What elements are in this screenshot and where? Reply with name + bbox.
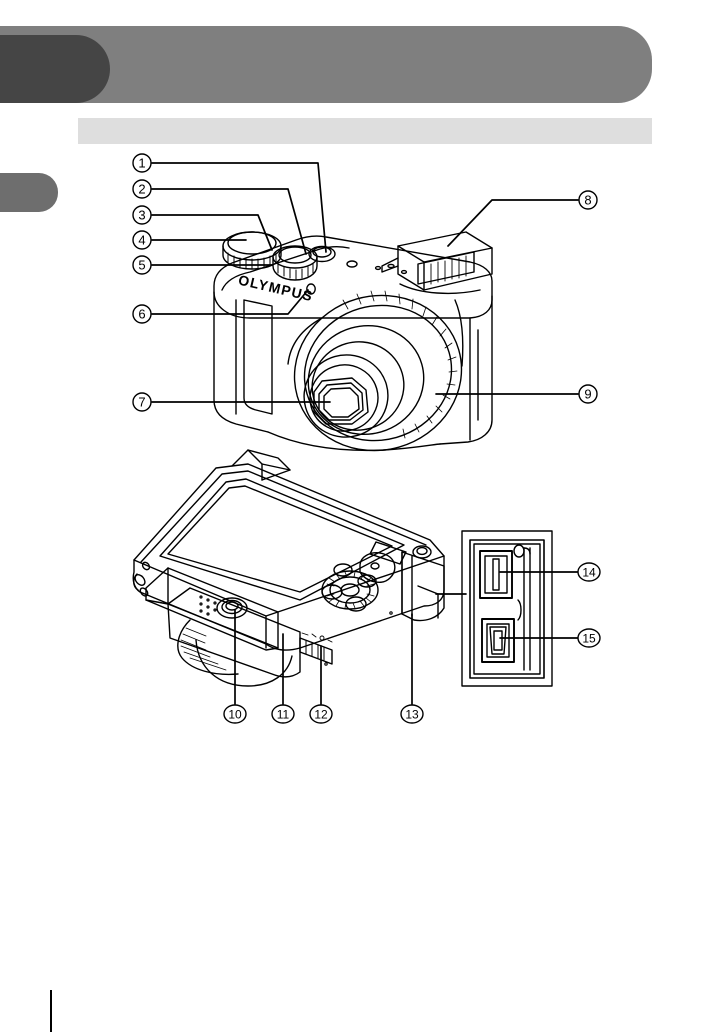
camera-body-front [213,235,493,452]
brand-wordmark: OLYMPUS [237,272,315,305]
flash-window-ribs [423,255,467,286]
callout-10: 10 [223,704,247,724]
mode-dial [222,231,282,270]
section-subtitle-bar [78,118,652,144]
callout-8: 8 [578,190,598,210]
callout-number-7: 7 [138,395,145,410]
callout-15: 15 [577,628,601,648]
side-index-tab-label [0,173,50,212]
page-header-chapter-tab-label [0,35,98,103]
callout-number-2: 2 [138,182,145,197]
callout-1: 1 [132,153,152,173]
callout-number-9: 9 [584,387,591,402]
callout-number-6: 6 [138,307,145,322]
callout-number-8: 8 [584,193,591,208]
callout-number-11: 11 [277,708,290,722]
latch-arrow-marks [301,632,333,643]
page-title [128,50,628,82]
shutter-and-power-buttons [308,245,408,275]
zoom-lever-dial [272,245,318,281]
callout-number-4: 4 [138,233,145,248]
callout-3: 3 [132,205,152,225]
bottom-label-dots [199,595,217,616]
rear-bottom-three-quarter-view [132,449,467,705]
leader-lines-left [151,162,331,403]
footer-rule [50,990,52,1032]
side-index-tab [0,173,58,212]
leader-lines-right [435,199,579,395]
battery-latch-ribs [305,640,325,661]
callout-number-3: 3 [138,208,145,223]
callout-14: 14 [577,562,601,582]
callout-4: 4 [132,230,152,250]
lens-ring-knurl [342,290,458,439]
callout-5: 5 [132,255,152,275]
callout-12: 12 [309,704,333,724]
speaker-grille [180,627,227,671]
callout-7: 7 [132,392,152,412]
control-dial-knurl [326,571,375,609]
callout-2: 2 [132,179,152,199]
page-header-chapter-tab [0,35,110,103]
brand-text: OLYMPUS [237,272,315,305]
callout-number-1: 1 [138,156,145,171]
callout-number-13: 13 [405,708,419,722]
callout-number-10: 10 [228,708,242,722]
callout-number-5: 5 [138,258,145,273]
front-top-three-quarter-view: OLYMPUS [151,162,579,452]
camera-body-rear [132,449,445,687]
popup-flash [381,231,493,295]
callout-13: 13 [400,704,424,724]
callout-number-12: 12 [314,708,328,722]
leader-lines-bottom [234,593,467,705]
callout-9: 9 [578,384,598,404]
af-illuminator-lamp [306,283,316,295]
connector-cover-detail-view [461,530,579,687]
lens-assembly [293,290,463,452]
callout-number-14: 14 [582,566,596,580]
callout-11: 11 [271,704,295,724]
callout-number-15: 15 [582,632,596,646]
callout-6: 6 [132,304,152,324]
leader-lines-detail [499,571,579,639]
